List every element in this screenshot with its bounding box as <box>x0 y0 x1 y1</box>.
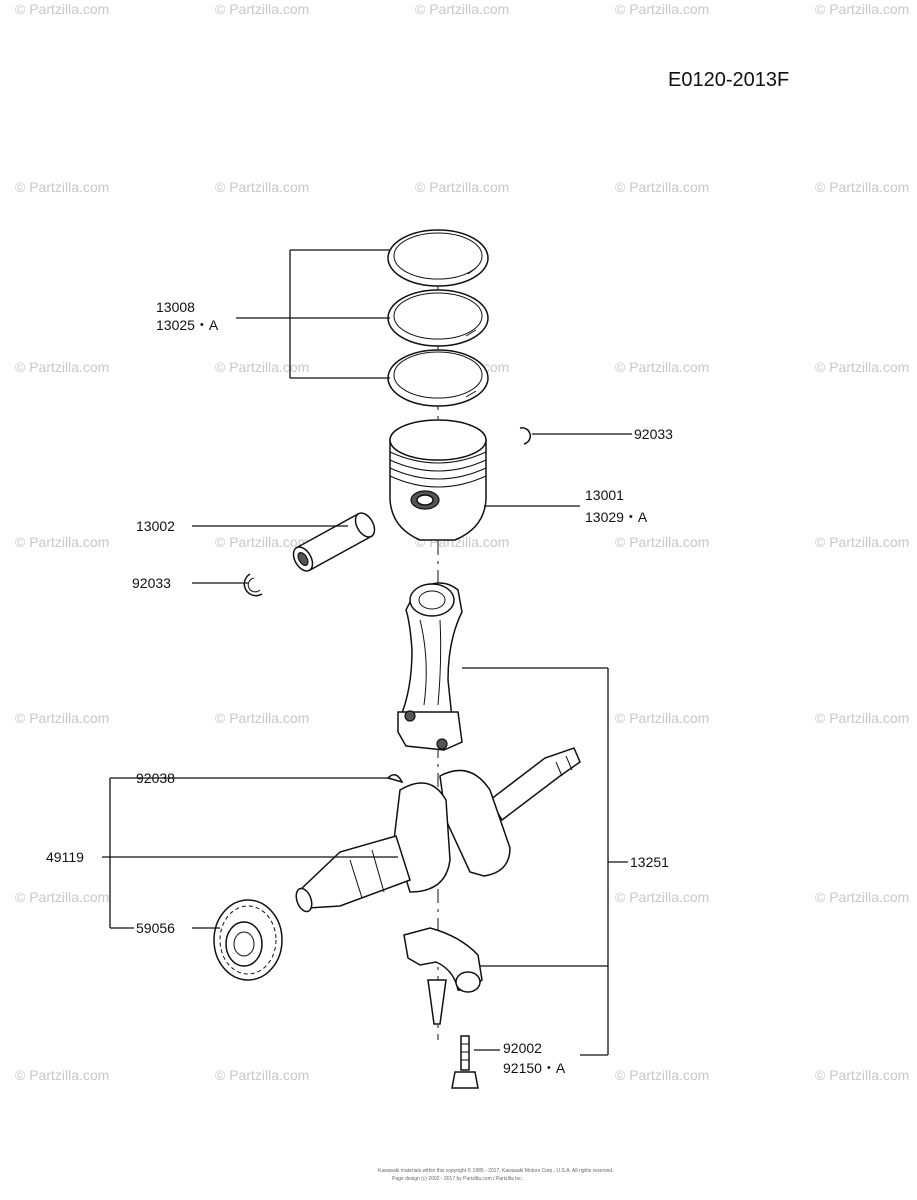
watermark: © Partzilla.com <box>215 1067 309 1083</box>
watermark: © Partzilla.com <box>615 359 709 375</box>
watermark: © Partzilla.com <box>15 710 109 726</box>
connecting-rod-cap[interactable] <box>403 927 483 1025</box>
callout-label: 59056 <box>136 920 175 936</box>
connecting-rod[interactable] <box>397 582 463 751</box>
watermark: © Partzilla.com <box>815 1067 909 1083</box>
callout-label: 92002 <box>503 1040 542 1056</box>
watermark: © Partzilla.com <box>215 534 309 550</box>
watermark: © Partzilla.com <box>415 1 509 17</box>
watermark: © Partzilla.com <box>215 179 309 195</box>
watermark: © Partzilla.com <box>615 889 709 905</box>
callout-label: 49119 <box>46 849 84 865</box>
callout-label: 13002 <box>136 518 175 534</box>
connecting-rod-bolt[interactable] <box>451 1035 479 1089</box>
callout-label: 92033 <box>132 575 171 591</box>
watermark: © Partzilla.com <box>615 1067 709 1083</box>
crankshaft-gear[interactable] <box>213 899 283 981</box>
watermark: © Partzilla.com <box>615 179 709 195</box>
watermark: © Partzilla.com <box>815 179 909 195</box>
watermark: © Partzilla.com <box>415 179 509 195</box>
diagram-id: E0120-2013F <box>668 69 789 91</box>
callout-label: 13251 <box>630 854 669 870</box>
callout-label: 13001 <box>585 487 624 503</box>
watermark: © Partzilla.com <box>15 179 109 195</box>
watermark: © Partzilla.com <box>615 710 709 726</box>
watermark: © Partzilla.com <box>615 534 709 550</box>
callout-label: 13008 <box>156 299 195 315</box>
piston-pin-circlip-right[interactable] <box>519 427 531 445</box>
watermark: © Partzilla.com <box>815 534 909 550</box>
watermark: © Partzilla.com <box>815 1 909 17</box>
watermark: © Partzilla.com <box>815 359 909 375</box>
watermark: © Partzilla.com <box>15 359 109 375</box>
callout-label: 13029・A <box>585 509 648 525</box>
callout-label: 13025・A <box>156 317 219 333</box>
watermark: © Partzilla.com <box>815 710 909 726</box>
leader-lines <box>102 249 632 1056</box>
watermark: © Partzilla.com <box>215 710 309 726</box>
piston-pin[interactable] <box>290 510 379 575</box>
watermark: © Partzilla.com <box>15 534 109 550</box>
watermark: © Partzilla.com <box>815 889 909 905</box>
watermark: © Partzilla.com <box>215 1 309 17</box>
crankshaft[interactable] <box>293 747 581 914</box>
watermark-layer: © Partzilla.com © Partzilla.com © Partzi… <box>15 1 909 1083</box>
callout-label: 92038 <box>136 770 175 786</box>
woodruff-key[interactable] <box>386 774 404 784</box>
copyright-line: Kawasaki materials within this copyright… <box>378 1167 613 1174</box>
piston-ring-middle[interactable] <box>387 289 489 347</box>
watermark: © Partzilla.com <box>15 1 109 17</box>
piston[interactable] <box>389 419 487 541</box>
callout-label: 92150・A <box>503 1060 566 1076</box>
watermark: © Partzilla.com <box>15 1067 109 1083</box>
copyright-line: Page design (c) 2002 - 2017 by Partzilla… <box>392 1176 523 1182</box>
watermark: © Partzilla.com <box>15 889 109 905</box>
watermark: © Partzilla.com <box>615 1 709 17</box>
watermark: © Partzilla.com <box>215 359 309 375</box>
piston-pin-circlip-left[interactable] <box>243 573 263 597</box>
piston-ring-top[interactable] <box>387 229 489 287</box>
callout-label: 92033 <box>634 426 673 442</box>
piston-ring-oil[interactable] <box>387 349 489 407</box>
